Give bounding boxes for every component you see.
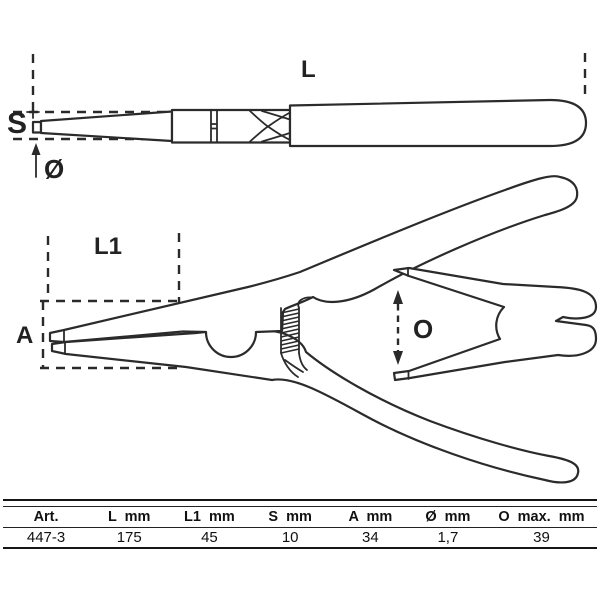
plan-view-drawing: L1 A	[16, 175, 580, 484]
spec-header-row: Art. L mm L1 mm S mm A mm Ø mm O max. mm	[3, 506, 597, 528]
side-joint-line	[210, 109, 218, 143]
spec-header-l: L mm	[89, 506, 170, 528]
spec-header-l1: L1 mm	[169, 506, 250, 528]
pliers-technical-drawing: L S Ø L1	[7, 53, 598, 484]
spec-value-dia: 1,7	[437, 529, 459, 546]
spring-hatch	[280, 308, 300, 354]
open-head-outline	[392, 266, 598, 382]
spec-value-l: 175	[116, 529, 142, 546]
side-view-drawing: L S Ø	[7, 53, 588, 184]
dim-cross-mark	[26, 105, 40, 119]
upper-jaw-head-and-handle	[48, 175, 579, 359]
dim-label-o: O	[413, 314, 433, 344]
dim-label-l: L	[301, 56, 316, 83]
spec-table-block: Art. L mm L1 mm S mm A mm Ø mm O max. mm…	[3, 499, 597, 549]
side-handle	[288, 98, 588, 148]
spring-coil	[280, 296, 314, 378]
spec-value-row: 447-3 175 45 10 34 1,7 39	[3, 528, 597, 548]
dim-label-a: A	[16, 322, 33, 349]
spec-header-a: A mm	[330, 506, 410, 528]
dim-label-dia: Ø	[44, 154, 64, 184]
side-jaw-taper	[39, 110, 174, 143]
o-arrow-down	[393, 351, 403, 365]
spec-header-dia: Ø mm	[409, 506, 486, 528]
dia-arrow-head	[31, 143, 41, 155]
spec-header-s: S mm	[249, 506, 331, 528]
table-top-rule	[3, 499, 597, 501]
spec-value-o: 39	[533, 529, 550, 546]
table-bottom-rule	[3, 547, 597, 549]
open-head-drawing: O	[392, 266, 598, 382]
open-head-tip-steps	[407, 267, 410, 380]
spec-value-a: 34	[362, 529, 379, 546]
o-arrow-up	[393, 290, 403, 304]
spec-header-art: Art.	[3, 506, 90, 528]
side-joint-curves	[249, 110, 291, 143]
spec-header-o: O max. mm	[485, 506, 597, 528]
spec-value-l1: 45	[201, 529, 218, 546]
side-tip-block	[31, 120, 43, 134]
spec-table: Art. L mm L1 mm S mm A mm Ø mm O max. mm…	[3, 506, 597, 547]
dim-label-s: S	[7, 107, 27, 140]
spec-value-art: 447-3	[26, 529, 66, 546]
dim-label-l1: L1	[94, 233, 122, 260]
lower-jaw-and-handle	[50, 328, 580, 484]
spring-collars	[280, 296, 314, 378]
spec-value-s: 10	[281, 529, 299, 546]
